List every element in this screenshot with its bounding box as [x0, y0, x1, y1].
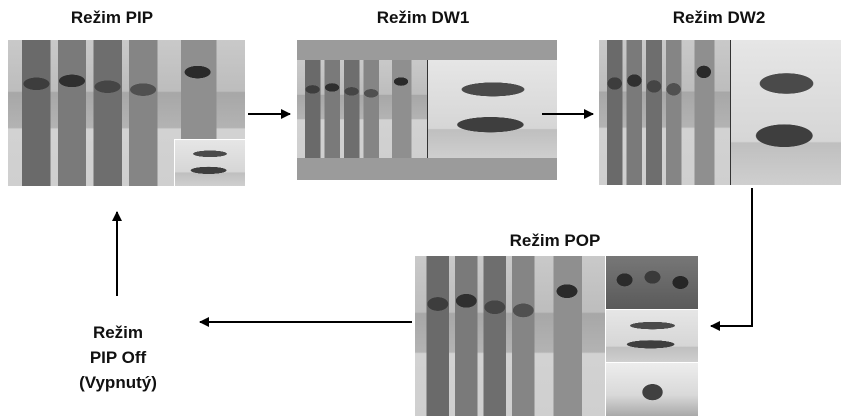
mode-pop-label: Režim POP	[509, 231, 601, 250]
mode-pip-label: Režim PIP	[70, 8, 154, 27]
dw1-left-picture	[297, 60, 427, 158]
dw1-right-picture	[427, 60, 557, 158]
pop-sub-picture-3	[605, 363, 698, 416]
pop-sub-picture-2	[605, 310, 698, 363]
arrow-dw2-to-pop	[710, 188, 753, 331]
dw1-screen	[297, 40, 557, 180]
mode-dw2-label: Režim DW2	[672, 8, 766, 27]
dw2-screen	[599, 40, 841, 185]
dw2-right-picture	[730, 40, 841, 185]
dw1-bottom-bar	[297, 158, 557, 180]
sub-picture	[174, 139, 245, 186]
mode-off-line3: (Vypnutý)	[79, 373, 157, 392]
dw2-left-picture	[599, 40, 730, 185]
dw1-top-bar	[297, 40, 557, 60]
pop-sub-picture-1	[605, 256, 698, 310]
mode-off-label: Režim PIP Off (Vypnutý)	[58, 320, 178, 395]
pop-main-picture	[415, 256, 605, 416]
mode-off-line2: PIP Off	[89, 348, 147, 367]
mode-off-line1: Režim	[92, 323, 144, 342]
pop-screen	[415, 256, 698, 416]
pip-screen	[8, 40, 245, 186]
mode-dw1-label: Režim DW1	[376, 8, 470, 27]
